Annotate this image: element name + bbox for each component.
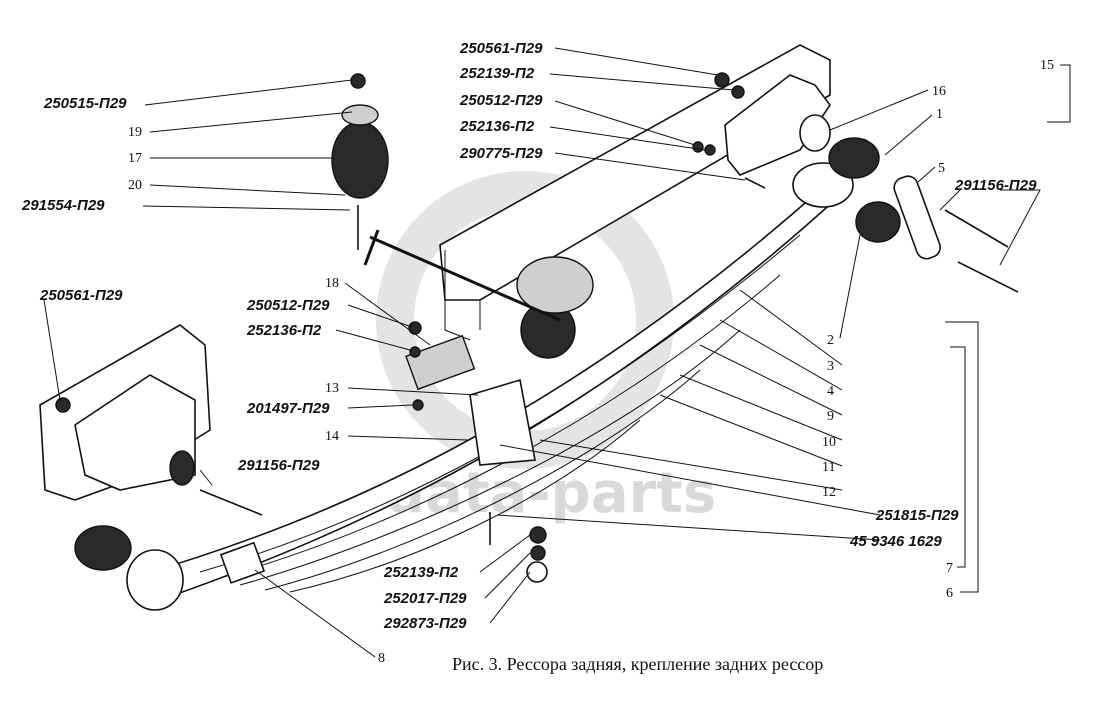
callout-7: 7 bbox=[946, 561, 953, 576]
label-250512-mid: 250512-П29 bbox=[246, 297, 330, 314]
label-292873: 292873-П29 bbox=[383, 615, 467, 632]
label-250512-top: 250512-П29 bbox=[459, 92, 543, 109]
label-291156-right: 291156-П29 bbox=[954, 177, 1037, 194]
callout-2: 2 bbox=[827, 333, 834, 348]
callout-4: 4 bbox=[827, 384, 834, 399]
callout-16: 16 bbox=[932, 84, 946, 99]
callout-numbers: 1 2 3 4 5 6 7 8 9 10 11 12 13 14 15 16 1… bbox=[128, 58, 1054, 666]
figure-caption: Рис. 3. Рессора задняя, крепление задних… bbox=[452, 654, 823, 674]
label-251815: 251815-П29 bbox=[875, 507, 959, 524]
callout-9: 9 bbox=[827, 409, 834, 424]
label-291156-left: 291156-П29 bbox=[237, 457, 320, 474]
label-250561-left: 250561-П29 bbox=[39, 287, 123, 304]
callout-11: 11 bbox=[822, 460, 835, 475]
label-252136-mid: 252136-П2 bbox=[246, 322, 322, 339]
callout-17: 17 bbox=[128, 151, 142, 166]
label-291554: 291554-П29 bbox=[21, 197, 105, 214]
label-290775: 290775-П29 bbox=[459, 145, 543, 162]
label-459346: 45 9346 1629 bbox=[849, 533, 942, 550]
callout-10: 10 bbox=[822, 435, 836, 450]
rear-bracket bbox=[724, 74, 831, 176]
label-201497: 201497-П29 bbox=[246, 400, 330, 417]
clamp-parts bbox=[199, 72, 1019, 583]
callout-19: 19 bbox=[128, 125, 142, 140]
part-number-labels: 250515-П29 291554-П29 250561-П29 252139-… bbox=[21, 40, 1037, 632]
leaf-spring bbox=[126, 162, 854, 611]
leader-lines bbox=[43, 47, 1071, 658]
callout-6: 6 bbox=[946, 586, 953, 601]
callout-20: 20 bbox=[128, 178, 142, 193]
callout-15: 15 bbox=[1040, 58, 1054, 73]
label-252136-top: 252136-П2 bbox=[459, 118, 535, 135]
callout-3: 3 bbox=[827, 359, 834, 374]
label-250561-top: 250561-П29 bbox=[459, 40, 543, 57]
callout-13: 13 bbox=[325, 381, 339, 396]
callout-8: 8 bbox=[378, 651, 385, 666]
bump-stop bbox=[331, 73, 594, 359]
label-252017: 252017-П29 bbox=[383, 590, 467, 607]
callout-14: 14 bbox=[325, 429, 339, 444]
label-250515: 250515-П29 bbox=[43, 95, 127, 112]
label-252139-top: 252139-П2 bbox=[459, 65, 535, 82]
callout-1: 1 bbox=[936, 107, 943, 122]
callout-5: 5 bbox=[938, 161, 945, 176]
callout-12: 12 bbox=[822, 485, 836, 500]
label-252139-bot: 252139-П2 bbox=[383, 564, 459, 581]
bushings bbox=[74, 137, 941, 571]
front-bracket bbox=[39, 324, 211, 501]
callout-18: 18 bbox=[325, 276, 339, 291]
